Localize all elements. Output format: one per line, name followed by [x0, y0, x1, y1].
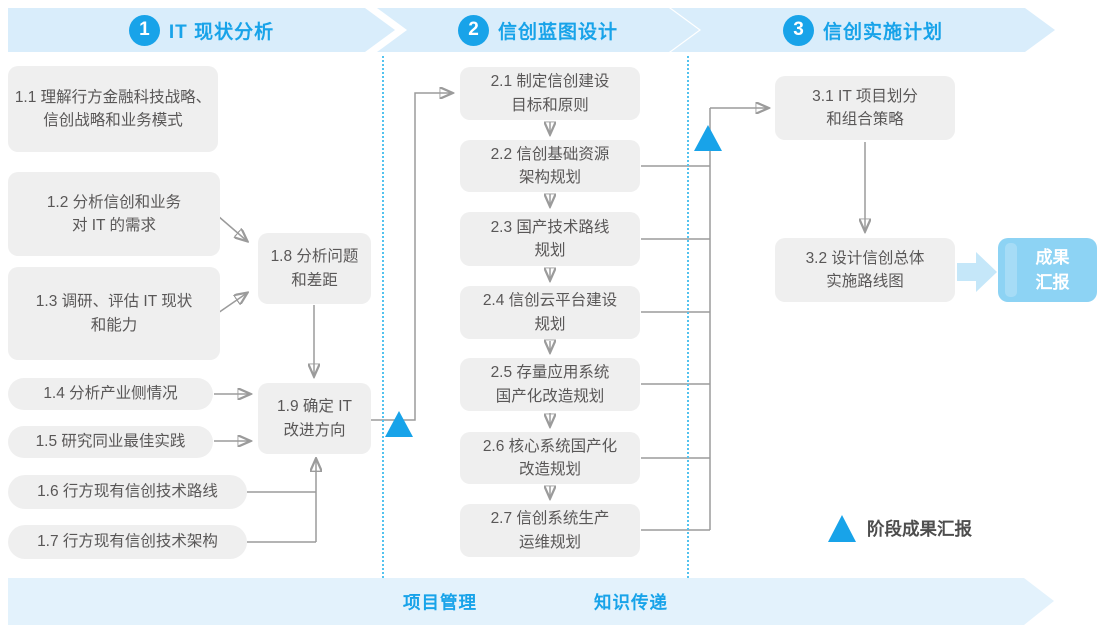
step-3-2-box: 3.2 设计信创总体 实施路线图 — [775, 238, 955, 302]
legend: 阶段成果汇报 — [828, 515, 972, 542]
legend-label: 阶段成果汇报 — [867, 519, 972, 539]
step-2-1-box: 2.1 制定信创建设 目标和原则 — [460, 67, 640, 120]
step-1-1-line2: 信创战略和业务模式 — [43, 112, 183, 129]
step-2-2-line1: 2.2 信创基础资源 — [490, 145, 610, 163]
step-1-6-label: 1.6 行方现有信创技术路线 — [37, 483, 218, 501]
phase-2-number-badge: 2 — [457, 14, 489, 46]
step-2-4-box: 2.4 信创云平台建设 规划 — [460, 286, 640, 339]
connector-1-3-to-1-8 — [217, 293, 247, 314]
phase-separator-1 — [382, 56, 384, 578]
step-1-5-label: 1.5 研究同业最佳实践 — [35, 433, 186, 451]
step-2-7-line2: 运维规划 — [518, 533, 581, 551]
phase-separator-2 — [687, 56, 689, 578]
step-3-2-line1: 3.2 设计信创总体 — [805, 249, 925, 267]
step-2-5-box: 2.5 存量应用系统 国产化改造规划 — [460, 358, 640, 411]
phase-1-banner: 1 IT 现状分析 — [8, 8, 395, 52]
result-arrow-icon — [957, 252, 997, 292]
step-1-2-box: 1.2 分析信创和业务 对 IT 的需求 — [8, 172, 220, 256]
step-1-9-line1: 1.9 确定 IT — [277, 398, 352, 416]
step-1-8-box: 1.8 分析问题 和差距 — [258, 233, 371, 304]
step-1-3-box: 1.3 调研、评估 IT 现状 和能力 — [8, 267, 220, 360]
step-2-1-line1: 2.1 制定信创建设 — [490, 73, 610, 91]
step-1-8-line2: 和差距 — [291, 271, 338, 289]
step-1-3-line2: 和能力 — [90, 316, 138, 334]
phase-3-number-badge: 3 — [782, 14, 814, 46]
step-2-3-line1: 2.3 国产技术路线 — [490, 218, 610, 236]
step-1-4-box: 1.4 分析产业侧情况 — [8, 378, 213, 410]
step-3-1-line2: 和组合策略 — [826, 111, 904, 128]
step-1-5-box: 1.5 研究同业最佳实践 — [8, 426, 213, 458]
step-1-2-line1: 1.2 分析信创和业务 — [46, 193, 182, 211]
step-1-7-box: 1.7 行方现有信创技术架构 — [8, 525, 247, 559]
step-1-1-line1: 1.1 理解行方金融科技战略、 — [14, 88, 212, 106]
connector-1-2-to-1-8 — [217, 215, 247, 241]
legend-triangle-icon — [828, 515, 856, 542]
phase-3-banner: 3 信创实施计划 — [671, 8, 1055, 52]
footer-knowledge-transfer-label: 知识传递 — [594, 592, 668, 612]
step-3-1-line1: 3.1 IT 项目划分 — [812, 87, 918, 105]
step-1-7-label: 1.7 行方现有信创技术架构 — [37, 533, 218, 551]
step-1-2-line2: 对 IT 的需求 — [71, 217, 157, 234]
step-3-1-box: 3.1 IT 项目划分 和组合策略 — [775, 76, 955, 140]
step-1-4-label: 1.4 分析产业侧情况 — [43, 385, 178, 403]
step-2-3-box: 2.3 国产技术路线 规划 — [460, 212, 640, 266]
step-2-4-line1: 2.4 信创云平台建设 — [482, 292, 618, 310]
step-1-8-line1: 1.8 分析问题 — [270, 248, 359, 266]
step-2-4-line2: 规划 — [534, 315, 566, 333]
phase-1-title: IT 现状分析 — [168, 21, 275, 43]
result-report-line1: 成果 — [1035, 247, 1070, 267]
milestone-triangle-icon — [694, 125, 722, 151]
step-1-9-box: 1.9 确定 IT 改进方向 — [258, 383, 371, 454]
result-report-line2: 汇报 — [1035, 273, 1070, 292]
step-2-5-line1: 2.5 存量应用系统 — [490, 364, 610, 382]
step-2-6-box: 2.6 核心系统国产化 改造规划 — [460, 432, 640, 484]
step-2-5-line2: 国产化改造规划 — [495, 387, 605, 405]
phase-2-title: 信创蓝图设计 — [497, 21, 618, 43]
step-1-6-box: 1.6 行方现有信创技术路线 — [8, 475, 247, 509]
step-2-7-box: 2.7 信创系统生产 运维规划 — [460, 504, 640, 557]
milestone-triangle-icon — [385, 411, 413, 437]
step-2-3-line2: 规划 — [534, 242, 566, 259]
step-2-7-line1: 2.7 信创系统生产 — [490, 510, 610, 528]
phase-2-banner: 2 信创蓝图设计 — [377, 8, 699, 52]
step-2-2-box: 2.2 信创基础资源 架构规划 — [460, 140, 640, 192]
footer-project-management-label: 项目管理 — [403, 592, 477, 612]
step-2-6-line1: 2.6 核心系统国产化 — [482, 437, 618, 455]
step-3-2-line2: 实施路线图 — [826, 273, 904, 290]
result-report-box: 成果 汇报 — [998, 238, 1097, 302]
step-1-1-box: 1.1 理解行方金融科技战略、 信创战略和业务模式 — [8, 66, 218, 152]
step-2-6-line2: 改造规划 — [518, 461, 581, 478]
step-2-1-line2: 目标和原则 — [511, 96, 589, 114]
phase-1-number-badge: 1 — [128, 14, 160, 46]
phase-3-title: 信创实施计划 — [822, 21, 943, 43]
step-1-3-line1: 1.3 调研、评估 IT 现状 — [35, 293, 193, 311]
step-1-9-line2: 改进方向 — [283, 421, 346, 439]
footer-banner: 项目管理 知识传递 — [8, 578, 1054, 625]
step-2-2-line2: 架构规划 — [518, 169, 581, 186]
